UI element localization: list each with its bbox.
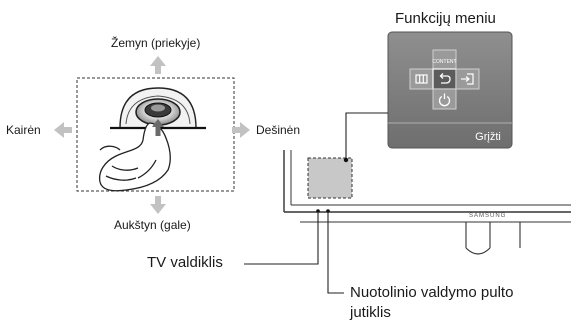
joystick-knob-icon bbox=[110, 87, 206, 130]
arrow-down-icon bbox=[150, 196, 166, 214]
content-button[interactable]: CONTENT bbox=[432, 49, 457, 71]
return-icon bbox=[439, 73, 451, 84]
label-remote-sensor-line2: jutiklis bbox=[350, 304, 391, 321]
back-label: Grįžti bbox=[475, 131, 501, 143]
tv-controller-leader-line bbox=[244, 213, 319, 265]
label-left: Kairėn bbox=[6, 123, 41, 137]
leader-lines bbox=[244, 112, 388, 294]
remote-sensor-dot bbox=[326, 209, 330, 213]
label-right: Dešinėn bbox=[256, 123, 301, 137]
menu-button[interactable] bbox=[409, 68, 434, 90]
remote-sensor-leader-line bbox=[327, 213, 344, 294]
tv-monitor bbox=[283, 150, 571, 255]
arrow-right-icon bbox=[232, 122, 250, 138]
power-icon bbox=[438, 93, 451, 107]
content-button-label: CONTENT bbox=[432, 59, 456, 65]
function-menu-panel: CONTENT bbox=[387, 31, 513, 149]
menu-icon bbox=[415, 74, 428, 84]
label-down-front: Žemyn (priekyje) bbox=[111, 36, 201, 50]
joystick-illustration bbox=[54, 56, 250, 214]
arrow-up-icon bbox=[150, 56, 166, 74]
power-button[interactable] bbox=[432, 88, 457, 110]
arrow-left-icon bbox=[54, 122, 72, 138]
label-function-menu: Funkcijų meniu bbox=[395, 10, 496, 27]
return-button[interactable] bbox=[432, 68, 457, 90]
source-icon bbox=[461, 73, 474, 85]
tv-controller-area bbox=[307, 157, 353, 199]
press-arrow-icon bbox=[152, 119, 164, 136]
tv-controller-dot bbox=[316, 209, 320, 213]
label-tv-controller: TV valdiklis bbox=[147, 254, 223, 271]
menu-leader-dot bbox=[343, 157, 349, 163]
menu-leader-line bbox=[345, 112, 388, 160]
label-remote-sensor-line1: Nuotolinio valdymo pulto bbox=[350, 284, 514, 301]
hand-icon bbox=[98, 122, 171, 192]
source-button[interactable] bbox=[455, 68, 480, 90]
brand-logo: SAMSUNG bbox=[469, 213, 506, 219]
label-up-back: Aukštyn (gale) bbox=[114, 218, 191, 232]
